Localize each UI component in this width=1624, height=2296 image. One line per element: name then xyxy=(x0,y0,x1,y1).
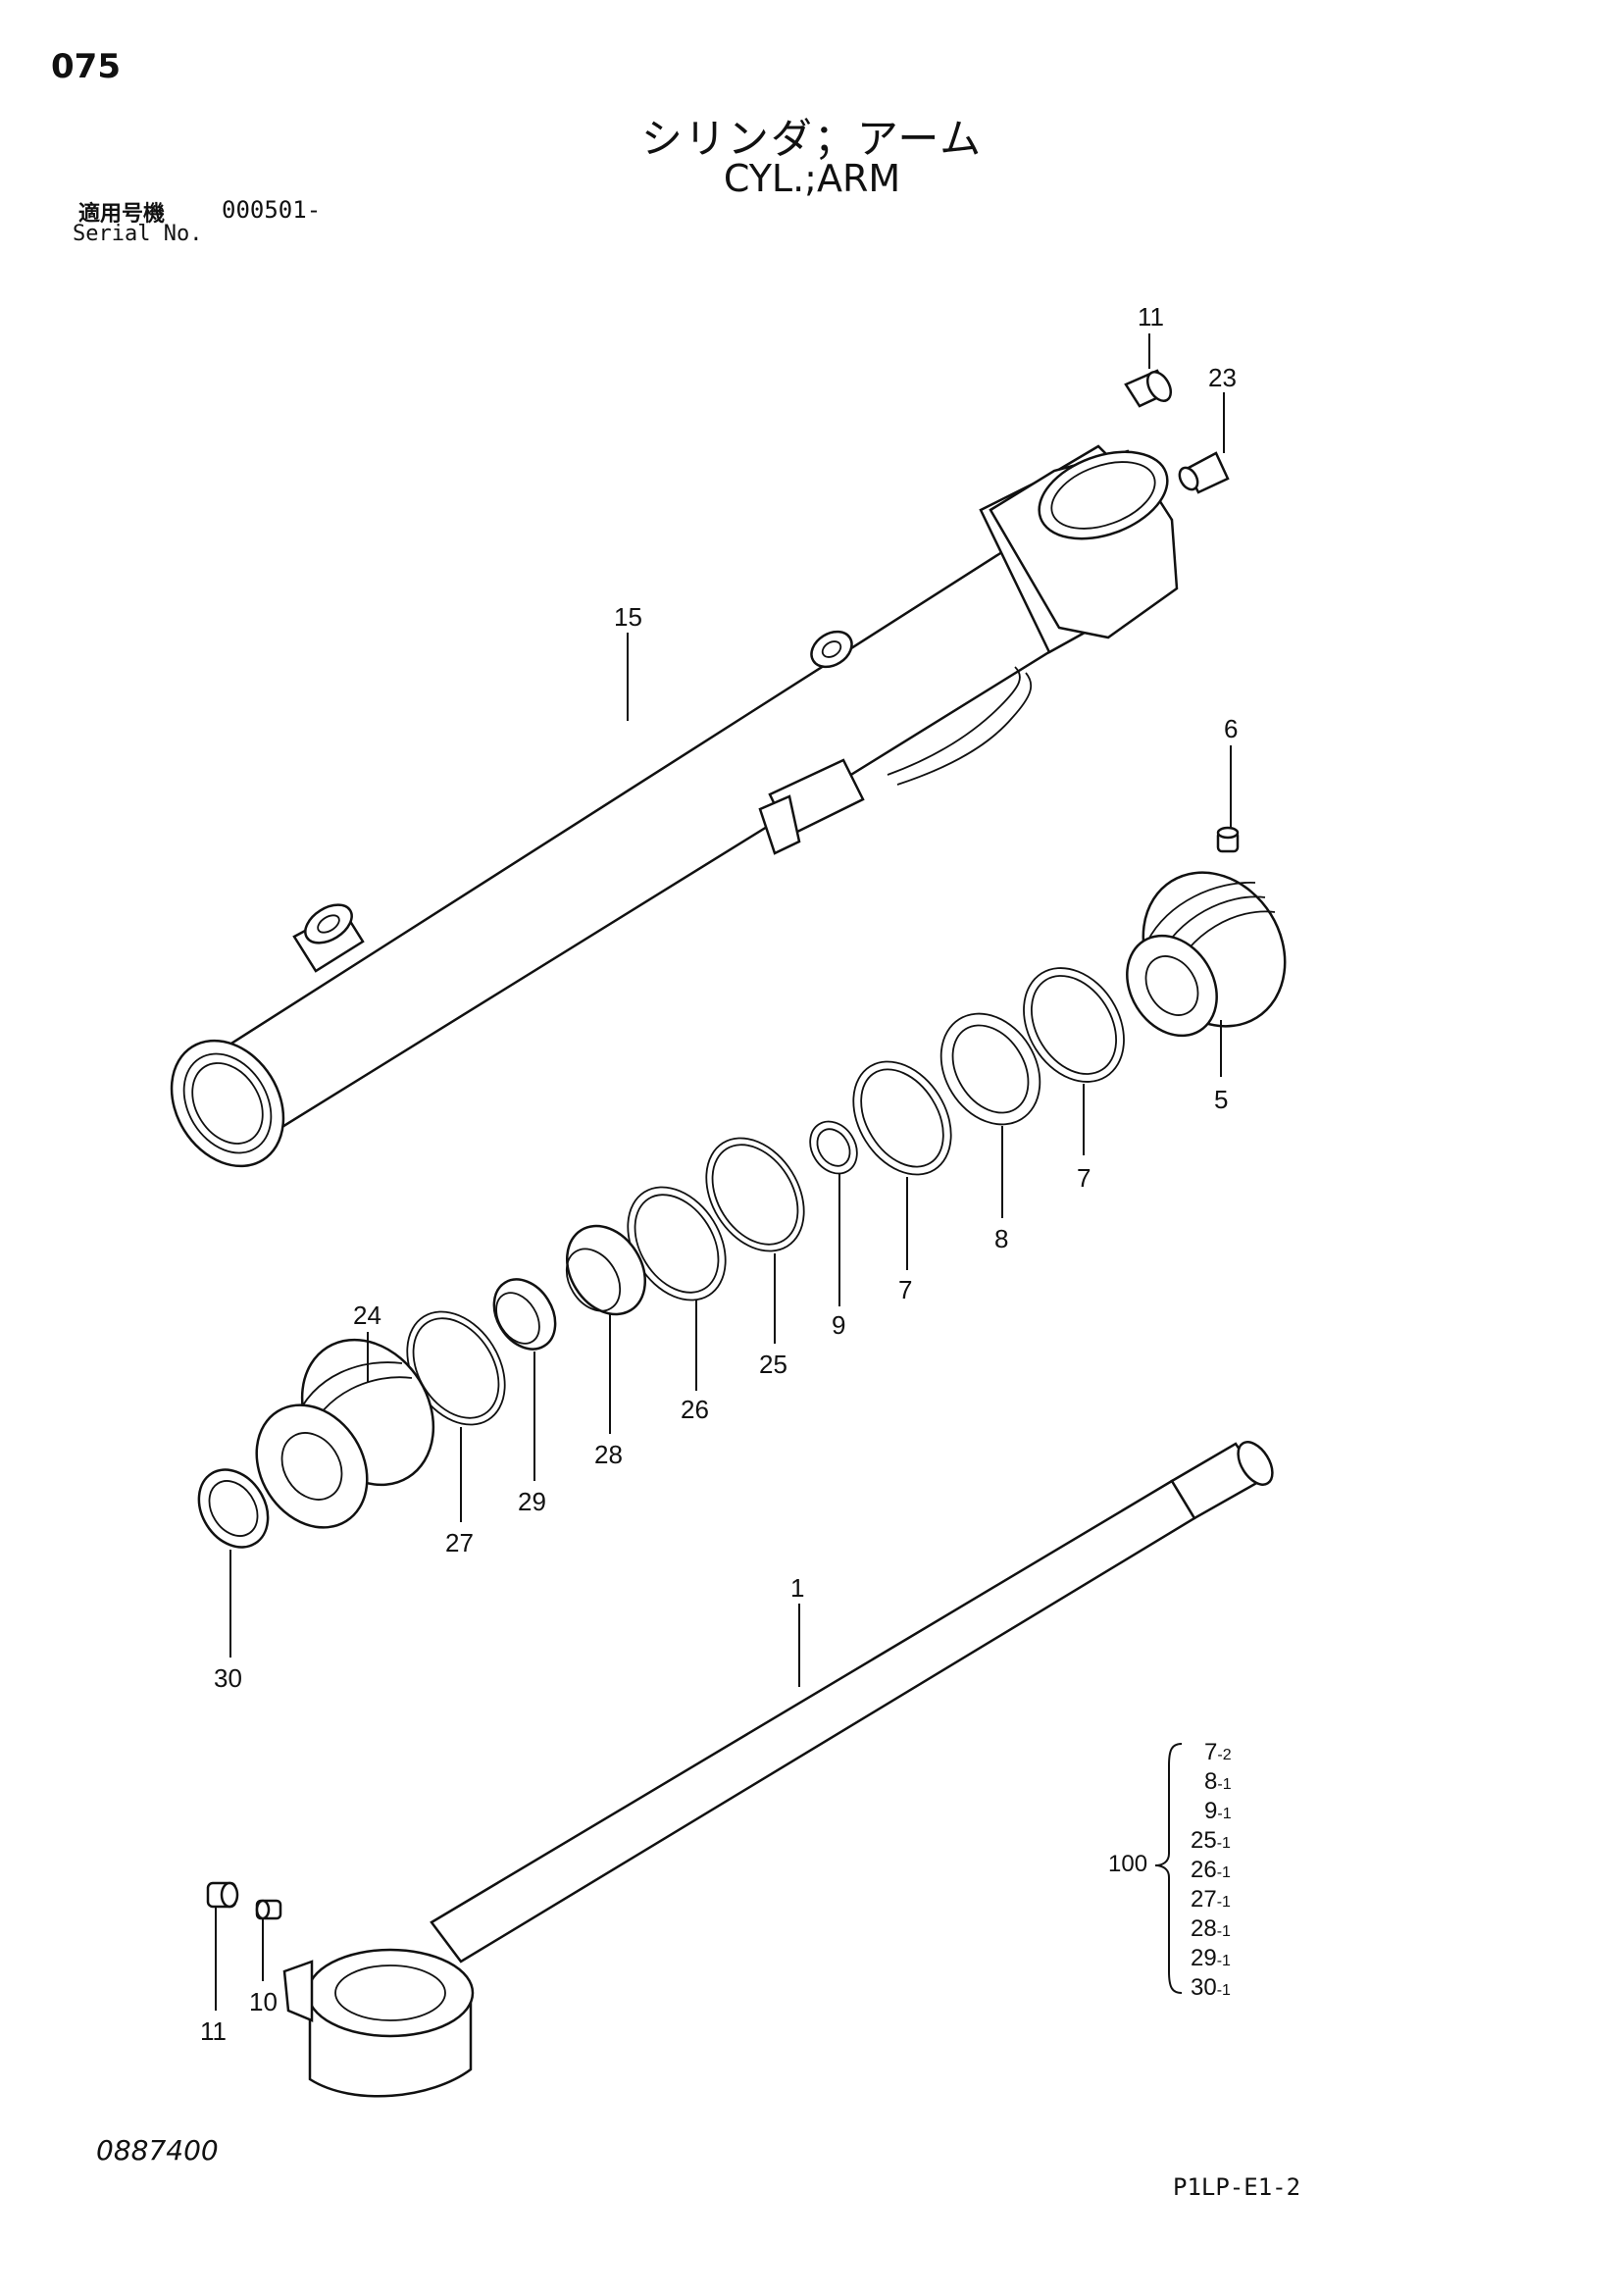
callout-6: 6 xyxy=(1224,714,1238,743)
seal-kit-item: 29-1 xyxy=(1191,1945,1231,1971)
callout-26: 26 xyxy=(681,1395,709,1424)
part-30-wiper xyxy=(197,1468,270,1549)
part-cylinder-tube xyxy=(170,444,1179,1168)
drawing-number: 0887400 xyxy=(96,2134,219,2167)
callout-29: 29 xyxy=(518,1487,546,1516)
callout-10: 10 xyxy=(249,1987,278,2016)
callout-5: 5 xyxy=(1214,1085,1228,1114)
callout-11-b: 11 xyxy=(200,2016,227,2046)
part-28-bushing xyxy=(565,1224,646,1316)
part-7-ring-b xyxy=(852,1060,952,1176)
part-23-grease-fitting xyxy=(1178,451,1230,494)
page-number: 075 xyxy=(51,47,121,86)
serial-range: 000501- xyxy=(222,196,322,224)
part-24-rod-cover xyxy=(255,1338,435,1529)
seal-kit-brace xyxy=(1154,1743,1183,1994)
part-8-ring xyxy=(939,1012,1041,1126)
callout-23: 23 xyxy=(1208,363,1237,392)
callout-28: 28 xyxy=(594,1440,623,1469)
callout-1: 1 xyxy=(790,1573,804,1603)
seal-kit-label: 100 xyxy=(1108,1851,1147,1877)
callout-7-b: 7 xyxy=(898,1275,912,1304)
callout-24: 24 xyxy=(353,1301,381,1330)
seal-kit-item: 8-1 xyxy=(1204,1768,1232,1795)
seal-kit-item: 30-1 xyxy=(1191,1974,1231,2001)
callout-9: 9 xyxy=(832,1310,845,1340)
part-5-piston xyxy=(1126,871,1287,1038)
callout-30: 30 xyxy=(214,1663,242,1693)
callout-15: 15 xyxy=(614,602,642,632)
callout-27: 27 xyxy=(445,1528,474,1557)
leader-lines xyxy=(215,333,1232,2011)
part-9-ring xyxy=(809,1120,858,1175)
seal-kit-item: 7-2 xyxy=(1204,1739,1232,1765)
callout-labels: 11 23 15 6 5 7 8 7 9 25 26 28 29 24 27 3… xyxy=(200,302,1238,2046)
seal-kit-item: 28-1 xyxy=(1191,1915,1231,1942)
part-7-ring-a xyxy=(1023,967,1125,1083)
page-code: P1LP-E1-2 xyxy=(1173,2173,1301,2201)
page-title-jp: シリンダ；アーム xyxy=(640,115,984,163)
callout-7-a: 7 xyxy=(1077,1163,1091,1193)
serial-label-en: Serial No. xyxy=(73,222,203,246)
seal-kit-item: 26-1 xyxy=(1191,1857,1231,1883)
seal-kit-item: 27-1 xyxy=(1191,1886,1231,1913)
part-11-bushing-top xyxy=(1124,369,1173,408)
part-29-bushing xyxy=(492,1278,557,1351)
callout-8: 8 xyxy=(994,1224,1008,1253)
part-1-piston-rod xyxy=(282,1441,1274,2098)
callout-11: 11 xyxy=(1138,302,1164,332)
part-6-set-screw xyxy=(1216,826,1240,853)
part-10-grease-fitting xyxy=(255,1899,282,1920)
part-25-ring xyxy=(705,1137,805,1252)
seal-kit-list: 100 7-2 8-1 9-1 25-1 26-1 27-1 28-1 29-1… xyxy=(1108,1739,1232,2001)
seal-kit-items: 7-2 8-1 9-1 25-1 26-1 27-1 28-1 29-1 30-… xyxy=(1191,1739,1232,2001)
seal-kit-item: 25-1 xyxy=(1191,1827,1231,1854)
page-title-en: CYL.;ARM xyxy=(723,157,901,200)
seal-kit-item: 9-1 xyxy=(1204,1798,1232,1824)
part-11-bushing-bottom xyxy=(206,1881,239,1909)
serial-label-jp: 適用号機 xyxy=(78,202,166,227)
callout-25: 25 xyxy=(759,1350,787,1379)
